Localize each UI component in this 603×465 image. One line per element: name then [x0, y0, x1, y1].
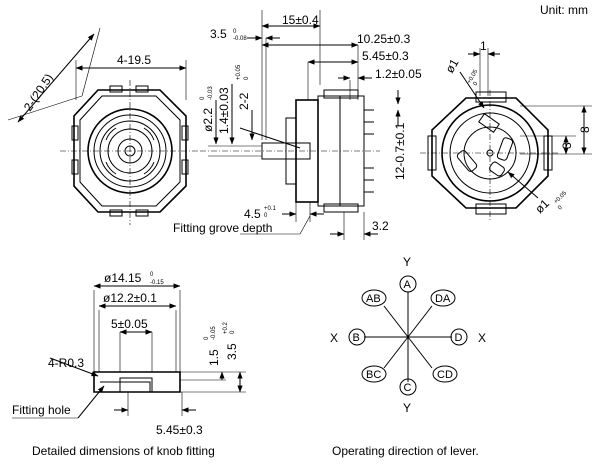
dim-3-2: 3.2: [372, 219, 389, 233]
dim-12-0-7: 12-0.7±0.1: [393, 122, 407, 180]
svg-text:0: 0: [557, 204, 564, 211]
lever-y-top: Y: [403, 255, 411, 269]
dim-4-5: 4.5: [244, 207, 261, 221]
dim-diag-line: [17, 33, 95, 123]
svg-text:0: 0: [473, 81, 480, 87]
dim-1-2: 1.2±0.05: [375, 67, 422, 81]
rear-dim-3: 3: [560, 142, 574, 149]
lever-mark-d: [450, 328, 468, 346]
fitting-grove-label: Fitting grove depth: [173, 221, 272, 235]
unit-label: Unit: mm: [540, 3, 588, 17]
svg-text:-0.03: -0.03: [208, 86, 214, 100]
knob-dim-5: 5±0.05: [111, 317, 148, 331]
rear-dim-phi1-bot: ø1: [532, 196, 552, 216]
lever-caption: Operating direction of lever.: [332, 444, 479, 458]
svg-text:-0.08: -0.08: [233, 36, 247, 42]
svg-text:0: 0: [150, 272, 154, 278]
front-view: 4-19.5 2-(20.5): [7, 27, 200, 225]
svg-text:0: 0: [244, 76, 250, 80]
knob-dim-5-45: 5.45±0.3: [156, 423, 203, 437]
svg-text:0: 0: [264, 213, 268, 219]
svg-text:D: D: [455, 332, 463, 344]
svg-text:CD: CD: [437, 369, 453, 381]
fitting-hole-label: Fitting hole: [12, 403, 71, 417]
rear-dim-phi1-top: ø1: [442, 56, 461, 75]
rear-dim-8: 8: [578, 126, 592, 133]
svg-text:BC: BC: [366, 369, 381, 381]
dim-3-5: 3.5: [210, 27, 227, 41]
svg-text:0: 0: [204, 336, 210, 340]
dim-15: 15±0.4: [282, 13, 319, 27]
dim-phi2-2: ø2.2: [201, 108, 215, 132]
svg-text:+0.1: +0.1: [264, 206, 277, 212]
knob-fitting-view: ø14.15 0 -0.15 ø12.2±0.1 5±0.05 1.5 0 -0…: [12, 271, 246, 458]
lever-mark-a: [399, 275, 417, 293]
knob-dim-3-5: 3.5: [225, 343, 239, 360]
lever-x-right: X: [478, 331, 486, 345]
lever-mark-cd: [432, 365, 458, 383]
knob-caption: Detailed dimensions of knob fitting: [32, 444, 215, 458]
knob-dim-14-15: ø14.15: [104, 271, 142, 285]
svg-text:-0.15: -0.15: [150, 280, 164, 286]
knob-dim-12-2: ø12.2±0.1: [103, 291, 157, 305]
rear-dim-1: 1: [480, 39, 487, 53]
dim-10-25: 10.25±0.3: [357, 32, 411, 46]
svg-text:0: 0: [200, 96, 206, 100]
lever-direction-diagram: Y Y X X A B C D AB DA BC CD Operating di…: [330, 255, 486, 458]
lever-x-left: X: [330, 331, 338, 345]
dim-diag: 2-(20.5): [21, 71, 56, 114]
dim-1-4: 1.4±0.03: [217, 87, 231, 134]
lever-mark-bc: [361, 365, 387, 383]
svg-text:+0.2: +0.2: [223, 321, 229, 334]
svg-text:C: C: [404, 382, 412, 394]
lever-y-bottom: Y: [403, 401, 411, 415]
svg-text:+0.05: +0.05: [236, 64, 242, 80]
lever-mark-da: [430, 289, 456, 307]
rear-housing: [431, 97, 549, 209]
knob-dim-4-r: 4-R0.3: [48, 356, 84, 370]
lever-mark-ab: [361, 289, 387, 307]
svg-text:AB: AB: [366, 293, 381, 305]
lever-mark-c: [399, 378, 417, 396]
rear-view: 1 ø1 +0.05 0 8 3 ø1 +0.05 0: [420, 39, 592, 220]
svg-text:0: 0: [233, 29, 237, 35]
svg-text:+0.05: +0.05: [553, 190, 568, 205]
front-housing: [73, 89, 187, 213]
dim-5-45: 5.45±0.3: [362, 49, 409, 63]
lever-mark-b: [348, 328, 366, 346]
knob-dim-1-5: 1.5: [207, 349, 221, 366]
svg-text:DA: DA: [435, 293, 451, 305]
svg-text:0: 0: [230, 330, 236, 334]
svg-text:A: A: [404, 279, 412, 291]
svg-text:-0.05: -0.05: [211, 326, 217, 340]
side-view: 15±0.4 3.5 0 -0.08 10.25±0.3 5.45±0.3 1.…: [173, 10, 422, 240]
svg-text:B: B: [353, 332, 360, 344]
dim-2-2: 2-2: [237, 92, 251, 110]
dim-4-19-5: 4-19.5: [117, 53, 151, 67]
